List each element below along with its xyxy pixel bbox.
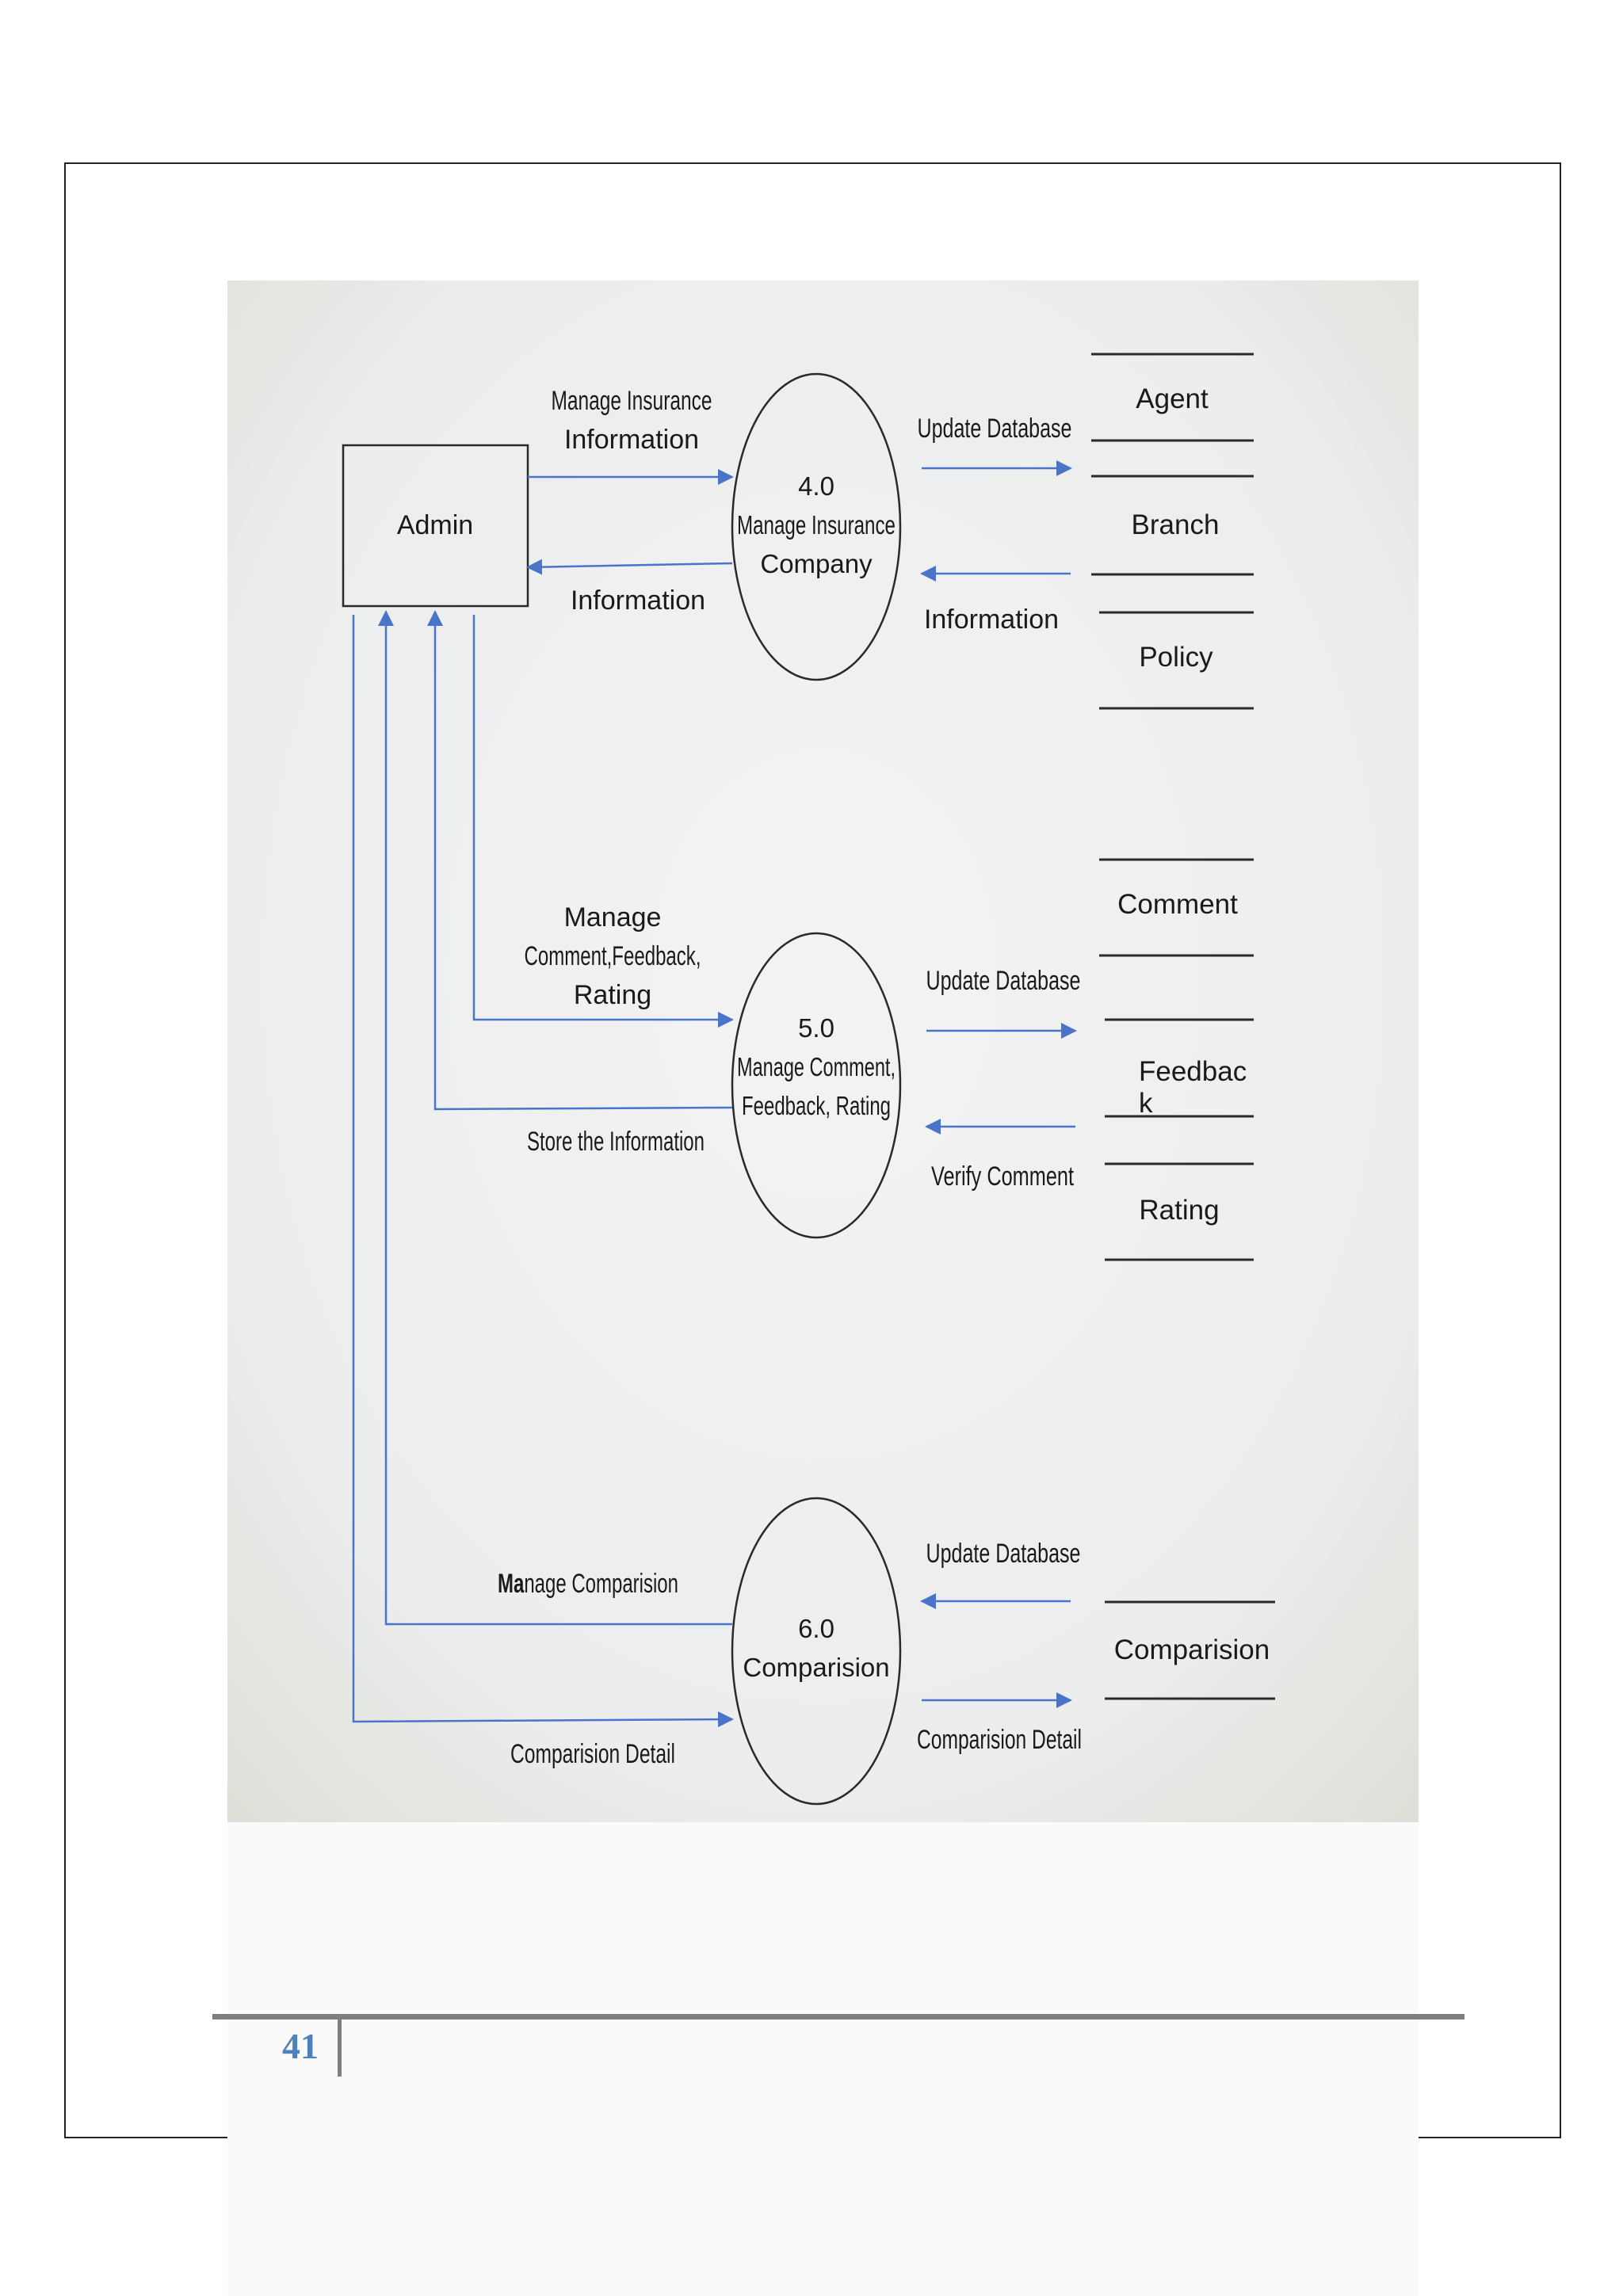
- flow-store-information: Store the Information: [527, 1127, 705, 1157]
- data-store-agent: Agent: [1091, 353, 1254, 442]
- flow-process4-to-admin: [526, 559, 733, 575]
- process-6-circle: [731, 1497, 902, 1806]
- flow-admin-to-process5: [472, 615, 734, 1028]
- data-store-policy: Policy: [1099, 611, 1254, 710]
- process-5-title-line1: Manage Comment,: [737, 1052, 896, 1081]
- flow-manage-comment-line2: Comment,Feedback,: [525, 941, 701, 971]
- process-6-number: 6.0: [798, 1614, 834, 1643]
- flow-admin-to-process6: [352, 615, 734, 1728]
- data-store-agent-label: Agent: [1136, 383, 1209, 414]
- data-store-feedback: Feedbac k: [1105, 1018, 1254, 1119]
- flow-verify-comment: Verify Comment: [931, 1161, 1074, 1192]
- data-store-comparision: Comparision: [1105, 1600, 1275, 1700]
- process-4-number: 4.0: [798, 471, 834, 501]
- process-6-title: Comparision: [743, 1653, 889, 1682]
- data-store-feedback-label-line2: k: [1139, 1088, 1153, 1119]
- process-5-title-line2: Feedback, Rating: [742, 1091, 891, 1120]
- process-4-circle: [731, 372, 902, 681]
- data-flow-diagram: Admin 4.0 Manage Insurance Company 5.0 M…: [227, 280, 1419, 1822]
- figure-backdrop-lower: [227, 1821, 1419, 2296]
- footer-separator: [338, 2019, 342, 2077]
- data-store-branch: Branch: [1091, 475, 1254, 576]
- flow-comparision-detail-right: Comparision Detail: [917, 1725, 1082, 1755]
- diagram-background: [227, 280, 1419, 1822]
- flow-p5-update-database: Update Database: [926, 966, 1081, 996]
- flow-process6-to-admin: [378, 610, 732, 1626]
- footer-rule: [212, 2014, 1465, 2019]
- flow-comparision-detail-left: Comparision Detail: [510, 1739, 675, 1769]
- flow-p4-information: Information: [924, 605, 1059, 635]
- page-number: 41: [282, 2026, 319, 2066]
- process-5-circle: [731, 932, 902, 1239]
- process-4-title-line2: Company: [760, 549, 873, 578]
- data-store-comment-label: Comment: [1117, 889, 1238, 920]
- data-store-feedback-label-line1: Feedbac: [1139, 1056, 1247, 1087]
- data-store-branch-label: Branch: [1132, 509, 1220, 540]
- process-4-title-line1: Manage Insurance: [737, 510, 896, 540]
- flow-information-to-admin: Information: [571, 585, 705, 616]
- process-5-number: 5.0: [798, 1013, 834, 1043]
- data-store-policy-label: Policy: [1139, 642, 1213, 673]
- admin-entity-box: [342, 444, 529, 608]
- flow-p4-update-database: Update Database: [918, 414, 1072, 444]
- flow-p6-update-database: Update Database: [926, 1539, 1081, 1569]
- data-store-comparision-label: Comparision: [1114, 1634, 1270, 1665]
- admin-entity-label: Admin: [397, 510, 473, 540]
- flow-manage-insurance-info-line2: Information: [564, 425, 699, 455]
- data-store-rating-label: Rating: [1139, 1195, 1219, 1226]
- data-store-comment: Comment: [1099, 858, 1254, 957]
- flow-manage-comment-line1: Manage: [564, 902, 662, 933]
- data-store-rating: Rating: [1105, 1162, 1254, 1261]
- flow-manage-comment-line3: Rating: [574, 980, 651, 1010]
- flow-manage-insurance-info-line1: Manage Insurance: [552, 386, 712, 416]
- flow-process5-to-admin: [427, 610, 733, 1111]
- flow-manage-comparision: Manage Comparision: [498, 1569, 678, 1599]
